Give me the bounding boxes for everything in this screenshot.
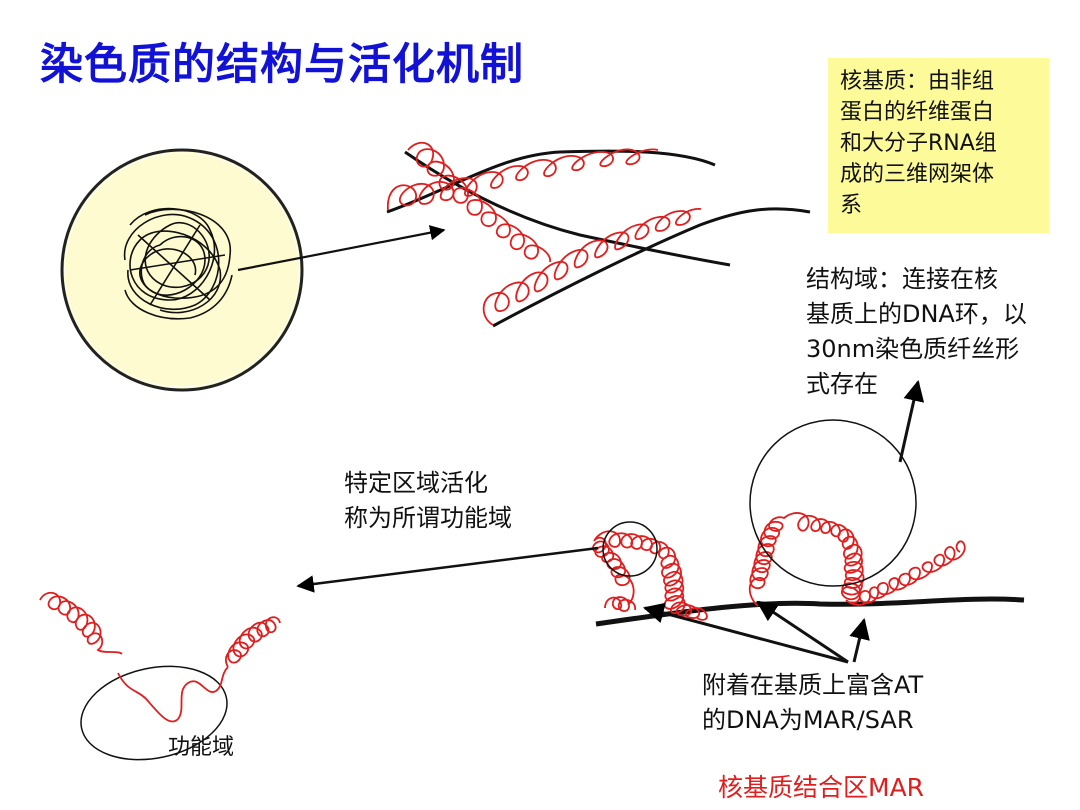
matrix-fibers-icon xyxy=(386,141,811,328)
note-line: 蛋白的纤维蛋白 xyxy=(840,100,995,125)
label-line: 的DNA为MAR/SAR xyxy=(702,706,914,734)
label-line: 式存在 xyxy=(806,370,878,398)
mar-sar-label: 附着在基质上富含AT 的DNA为MAR/SAR xyxy=(702,668,923,738)
arrow-mar-2 xyxy=(756,600,849,664)
arrow-loop-to-structural-domain xyxy=(898,379,925,463)
arrow-nucleus-to-matrix xyxy=(237,225,446,272)
activation-label: 特定区域活化 称为所谓功能域 xyxy=(344,466,512,536)
label-line: 基质上的DNA环，以 xyxy=(806,300,1027,328)
note-line: 系 xyxy=(840,193,863,218)
dna-loops-icon xyxy=(592,419,1025,627)
label-line: 结构域：连接在核 xyxy=(806,265,998,293)
matrix-attachment-region-caption: 核基质结合区MAR xyxy=(718,773,925,802)
arrow-to-functional-domain xyxy=(296,546,599,593)
structural-domain-label: 结构域：连接在核 基质上的DNA环，以 30nm染色质纤丝形 式存在 xyxy=(806,262,1027,402)
slide-title: 染色质的结构与活化机制 xyxy=(40,40,524,90)
label-line: 称为所谓功能域 xyxy=(344,504,512,532)
label-line: 特定区域活化 xyxy=(344,469,488,497)
note-line: 核基质：由非组 xyxy=(840,69,995,94)
label-line: 附着在基质上富含AT xyxy=(702,671,924,699)
nucleus-icon xyxy=(60,148,304,392)
label-line: 30nm染色质纤丝形 xyxy=(806,335,1020,363)
arrow-mar-3 xyxy=(849,617,870,663)
functional-domain-label: 功能域 xyxy=(168,735,235,760)
arrow-mar-1 xyxy=(642,602,849,664)
note-line: 和大分子RNA组 xyxy=(840,131,997,156)
functional-domain-icon xyxy=(39,591,281,761)
nuclear-matrix-note: 核基质：由非组 蛋白的纤维蛋白 和大分子RNA组 成的三维网架体 系 xyxy=(828,58,1049,233)
note-line: 成的三维网架体 xyxy=(840,162,995,187)
